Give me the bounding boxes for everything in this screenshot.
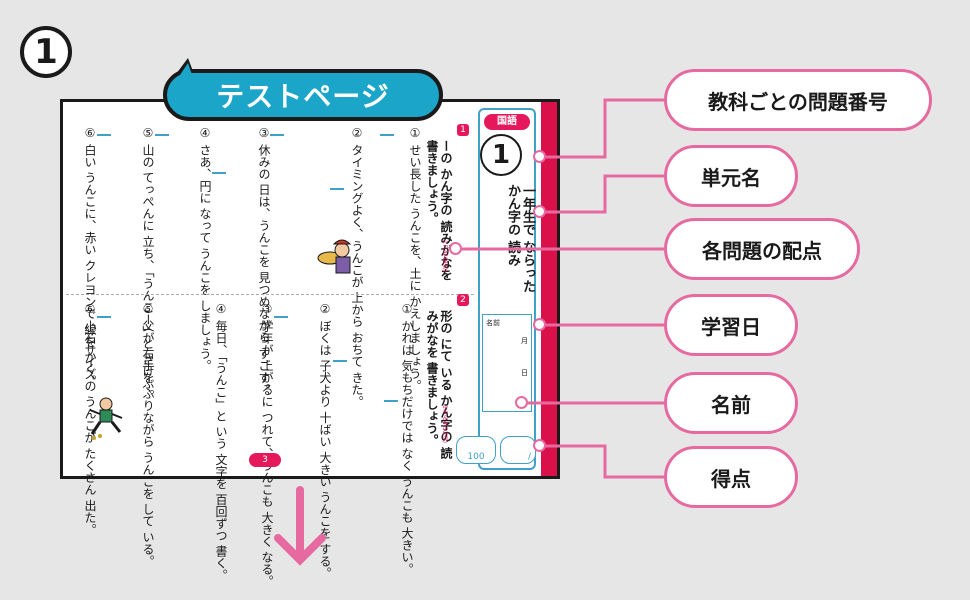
q2-points: 1もん4(52点)	[441, 405, 448, 443]
sheet-edge	[546, 99, 560, 479]
sheet-red-bar	[541, 102, 549, 476]
test-page-bubble: テストページ	[163, 69, 443, 121]
callout-dot	[533, 205, 546, 218]
arrow-down-icon	[274, 486, 326, 566]
score-box-earned: /	[500, 436, 536, 464]
answer-bracket	[212, 172, 226, 174]
answer-bracket	[274, 316, 288, 318]
answer-bracket	[380, 134, 394, 136]
unit-title: 一年生で ならった かん字の 読み	[505, 184, 535, 293]
q1-points: 1つ4(48点)	[441, 240, 448, 272]
month-label: 月	[521, 337, 528, 345]
answer-bracket	[333, 360, 347, 362]
callout-dot	[533, 439, 546, 452]
callout-name: 名前	[664, 372, 798, 434]
callout-dot	[533, 318, 546, 331]
answer-bracket	[97, 316, 111, 318]
page-number: 3	[249, 453, 281, 467]
info-panel	[478, 108, 536, 470]
callout-problem-number: 教科ごとの問題番号	[664, 69, 932, 131]
name-label: 名前	[486, 319, 500, 327]
section-divider	[66, 294, 474, 295]
q1-number: 1	[457, 124, 469, 136]
subject-badge: 国語	[484, 114, 530, 130]
character-illustration	[312, 232, 356, 276]
test-page-sheet	[60, 99, 550, 479]
name-box	[482, 314, 532, 412]
answer-bracket	[384, 400, 398, 402]
callout-unit-name: 単元名	[664, 145, 798, 207]
callout-points: 各問題の配点	[664, 218, 860, 280]
problem-number: 1	[480, 134, 522, 176]
answer-bracket	[330, 188, 344, 190]
callout-study-date: 学習日	[664, 294, 798, 356]
callout-dot	[449, 242, 462, 255]
q2-number: 2	[457, 294, 469, 306]
runner-illustration	[86, 396, 126, 442]
answer-bracket	[155, 134, 169, 136]
answer-bracket	[97, 134, 111, 136]
answer-bracket	[270, 134, 284, 136]
step-number: 1	[20, 26, 72, 78]
bubble-tail-fill	[180, 63, 192, 75]
callout-dot	[533, 150, 546, 163]
q2-instruction: 形の にて いる かん字の 読みがなを 書きましょう。	[425, 310, 453, 459]
day-label: 日	[521, 369, 528, 377]
callout-score: 得点	[664, 446, 798, 508]
score-box: 100	[456, 436, 496, 464]
callout-dot	[515, 396, 528, 409]
